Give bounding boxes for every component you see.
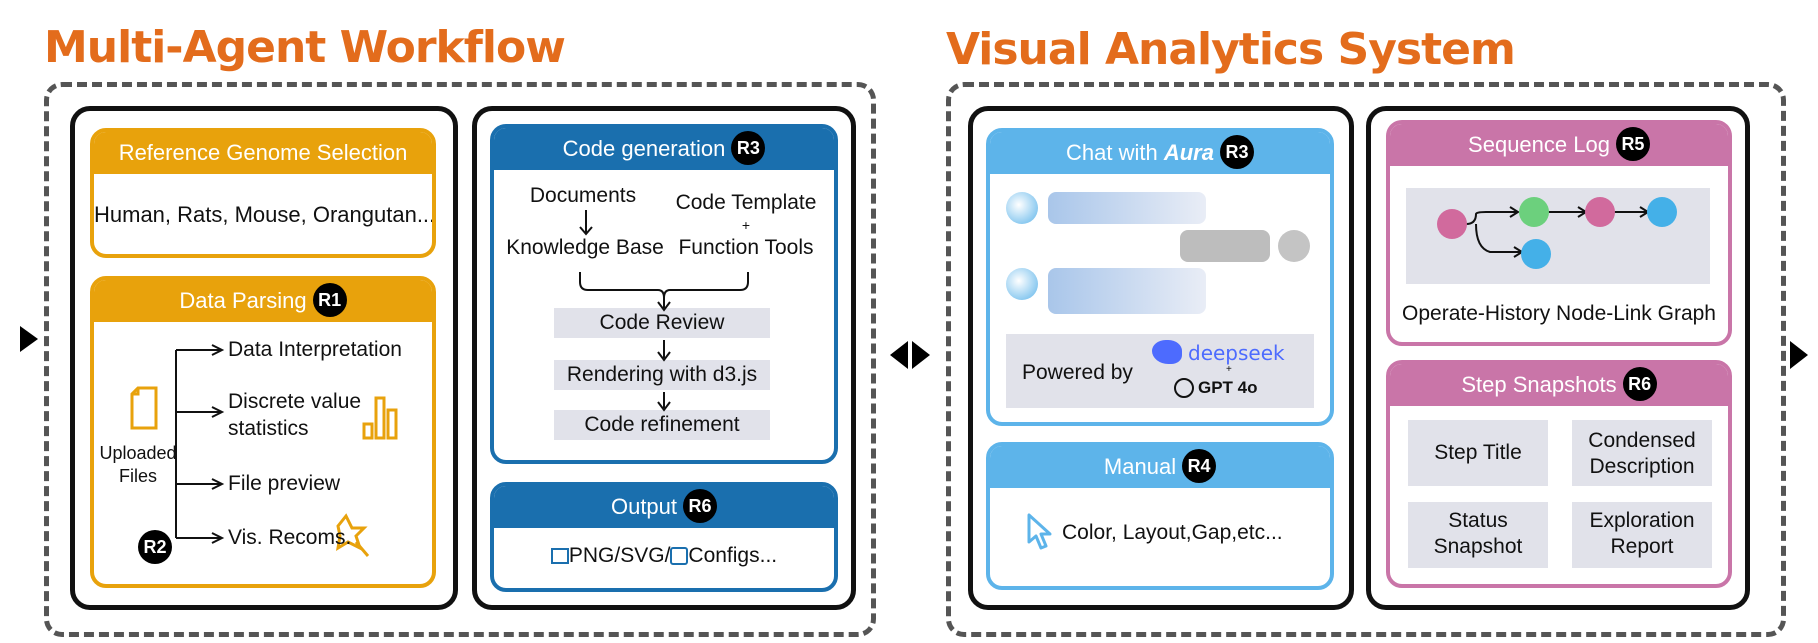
download-icon [550, 548, 569, 565]
workflow-container [44, 82, 876, 637]
cell-status-snapshot: Status Snapshot [1408, 502, 1548, 568]
aura-name: Aura [1163, 140, 1214, 165]
genome-options: Human, Rats, Mouse, Orangutan... [94, 202, 436, 227]
graph-caption: Operate-History Node-Link Graph [1402, 302, 1716, 325]
manual-options: Color, Layout,Gap,etc... [1062, 521, 1283, 544]
bot-message-bubble [1048, 192, 1206, 224]
bot-message-bubble-2 [1048, 268, 1206, 314]
badge-r4: R4 [1182, 449, 1217, 484]
badge-r6-output: R6 [683, 489, 718, 524]
uploaded-files-label: Uploaded Files [99, 443, 177, 486]
badge-r2: R2 [138, 530, 172, 564]
documents-label: Documents [529, 184, 637, 207]
cell-step-title: Step Title [1408, 420, 1548, 486]
badge-r1: R1 [312, 283, 347, 318]
powered-by-label: Powered by [1022, 361, 1133, 384]
function-tools-label: Function Tools [678, 236, 814, 259]
manual-header-label: Manual [1103, 454, 1177, 479]
output-text-configs: Configs... [688, 544, 778, 567]
snapshots-header-label: Step Snapshots [1461, 372, 1617, 397]
models-plus: + [1226, 364, 1232, 375]
arrow-right-icon [912, 341, 930, 369]
codegen-header-label: Code generation [562, 136, 726, 161]
node-link-graph [1437, 197, 1677, 269]
cursor-icon [1027, 513, 1052, 550]
seqlog-header-label: Sequence Log [1468, 132, 1610, 157]
deepseek-icon [1152, 340, 1182, 364]
step-rendering: Rendering with d3.js [554, 360, 770, 390]
config-icon [670, 547, 689, 566]
step-code-review: Code Review [554, 308, 770, 338]
cell-exploration-report: Exploration Report [1572, 502, 1712, 568]
step-refinement: Code refinement [554, 410, 770, 440]
badge-r6-snap: R6 [1622, 367, 1657, 402]
code-template-label: Code Template [675, 191, 817, 214]
deepseek-label: deepseek [1188, 341, 1285, 365]
item-file-preview: File preview [228, 472, 341, 495]
user-avatar [1278, 230, 1310, 262]
output-text-formats: PNG/SVG/ [568, 544, 671, 567]
arrow-left-icon [890, 341, 908, 369]
item-data-interpretation: Data Interpretation [228, 338, 402, 361]
badge-r5: R5 [1615, 127, 1650, 162]
bot-avatar-2 [1006, 268, 1038, 300]
item-vis-recoms: Vis. Recoms. [228, 526, 352, 549]
bot-avatar [1006, 192, 1038, 224]
user-message-bubble [1180, 230, 1270, 262]
plus-label: + [741, 217, 751, 233]
output-header-label: Output [610, 494, 678, 519]
codegen-arrows [579, 210, 749, 412]
badge-r3-code: R3 [731, 131, 766, 166]
parsing-header-label: Data Parsing [179, 288, 307, 313]
play-arrow-icon [20, 326, 38, 352]
file-icon [130, 386, 158, 430]
openai-icon [1174, 378, 1194, 398]
cell-condensed-description: Condensed Description [1572, 420, 1712, 486]
magic-wand-icon [335, 513, 370, 557]
genome-header: Reference Genome Selection [94, 132, 432, 174]
genome-card: Reference Genome Selection Human, Rats, … [90, 128, 436, 258]
chat-header-prefix: Chat with [1066, 140, 1164, 165]
parsing-diagram [130, 344, 398, 557]
badge-r3-chat: R3 [1219, 135, 1254, 170]
workflow-title: Multi-Agent Workflow [44, 22, 566, 73]
play-arrow-right-icon [1790, 341, 1808, 369]
item-discrete-stats: Discrete value statistics [228, 390, 362, 440]
gpt-label: GPT 4o [1198, 378, 1258, 397]
knowledge-base-label: Knowledge Base [506, 236, 664, 259]
bar-chart-icon [362, 396, 398, 440]
output-formats: PNG/SVG/Configs... [494, 544, 834, 568]
vas-container [946, 82, 1786, 637]
vas-title: Visual Analytics System [946, 24, 1516, 75]
